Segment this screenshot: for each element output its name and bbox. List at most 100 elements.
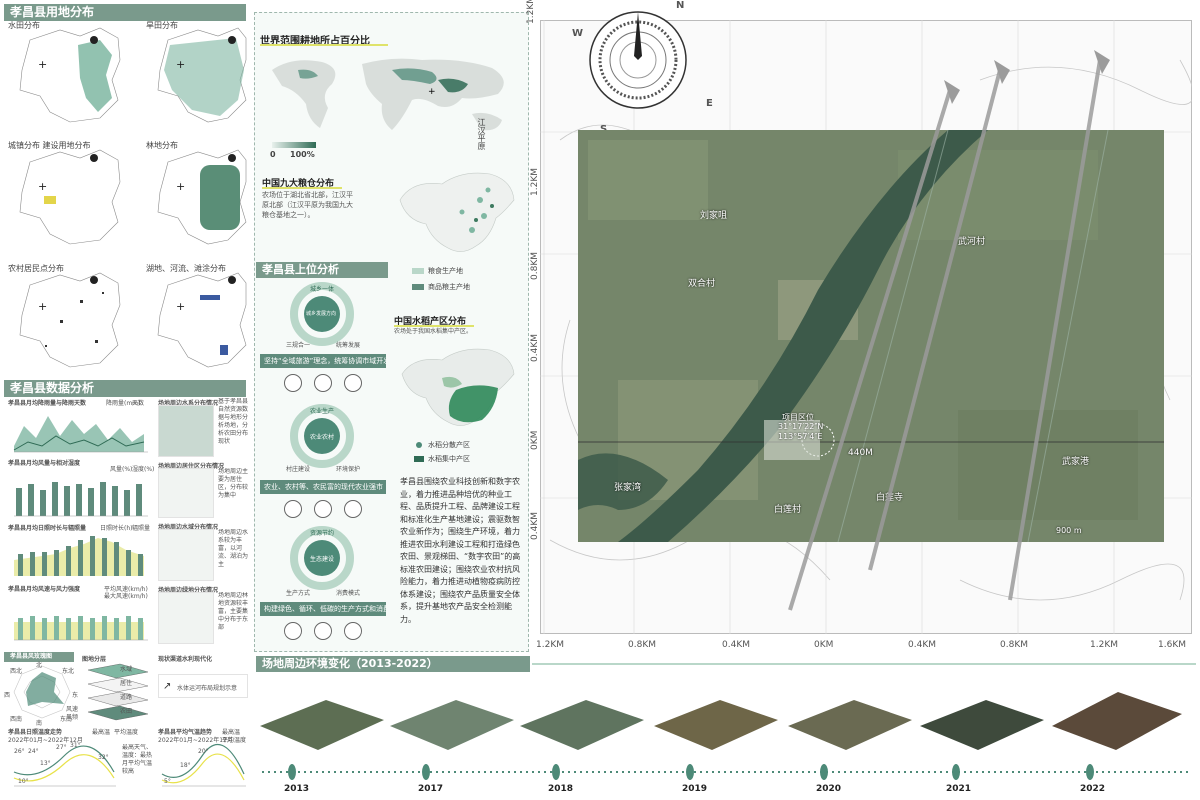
strata-label-2: 居住 xyxy=(120,680,133,687)
map-label-rural: 农村居民点分布 xyxy=(8,264,64,273)
map-label-water: 湖地、河流、滩涂分布 xyxy=(146,264,226,273)
year-2020: 2020 xyxy=(816,784,842,794)
temp2-lo-1: 5° xyxy=(164,778,171,785)
strata-svg xyxy=(87,663,149,721)
y-tick-2: 0.8KM xyxy=(530,252,540,280)
place-wuhecun: 武河村 xyxy=(958,237,986,247)
tile-2022 xyxy=(1052,692,1182,750)
year-2017: 2017 xyxy=(418,784,444,794)
ring-2-left: 村庄建设 xyxy=(286,466,311,473)
side-map-2 xyxy=(158,468,214,518)
people-icon xyxy=(344,500,362,518)
rice-text: 农场处于我国水稻集中产区。 xyxy=(394,328,473,335)
chart-legend-2b: 湿度(%) xyxy=(132,466,155,473)
timeline-node-2019[interactable] xyxy=(686,764,694,780)
chart-legend-4a: 平均风速(km/h) xyxy=(104,586,148,593)
map-label-paddy: 水田分布 xyxy=(8,21,40,30)
x-tick-2: 0.8KM xyxy=(628,640,656,650)
farm-icon xyxy=(284,500,302,518)
grain-legend-swatch-2 xyxy=(412,284,424,290)
side-note-3: 场地周边水系较为丰富，以河流、湖泊为主 xyxy=(218,529,248,568)
rice-legend-1: 水稻分散产区 xyxy=(428,441,470,449)
chart-4-svg xyxy=(14,616,148,641)
north-icon-3 xyxy=(90,154,98,162)
temp2-hi-2: 20° xyxy=(198,748,209,755)
landuse-title: 孝昌县用地分布 xyxy=(4,4,246,21)
timeline-node-2022[interactable] xyxy=(1086,764,1094,780)
map-label-forest: 林地分布 xyxy=(146,141,178,150)
rice-title: 中国水稻产区分布 xyxy=(394,317,467,327)
place-zhangjiawan: 张家湾 xyxy=(614,483,642,493)
county-outline-3 xyxy=(19,149,121,245)
timeline-node-2020[interactable] xyxy=(820,764,828,780)
china-map-1 xyxy=(399,172,515,252)
site-arrows xyxy=(788,50,1110,611)
group-icon xyxy=(314,622,332,640)
county-outline-5 xyxy=(19,272,121,368)
chart-3-svg xyxy=(14,536,144,576)
north-icon-4 xyxy=(228,154,236,162)
timeline-node-2013[interactable] xyxy=(288,764,296,780)
north-icon-2 xyxy=(228,36,236,44)
compass-e: E xyxy=(706,98,713,109)
strata-title: 图地分层 xyxy=(82,656,107,663)
rice-legend-dot xyxy=(416,442,422,448)
county-outline-6 xyxy=(157,272,247,368)
dry-field-fill xyxy=(164,38,244,116)
temp-sub-2: 2022年01月~2022年12月 xyxy=(158,737,233,744)
temp-legend-1b: 平均温度 xyxy=(114,729,139,736)
ring-1-center: 城乡发展方向 xyxy=(306,311,337,317)
temp-title-1: 孝昌县日照温度走势 xyxy=(8,729,63,736)
location-marker: + xyxy=(428,87,436,97)
ring-2-ring: 农业生产 xyxy=(310,408,335,415)
temp-legend-1a: 最高温 xyxy=(92,729,111,736)
place-bailiancun: 白莲村 xyxy=(774,505,802,515)
ring-2-center: 农业农村 xyxy=(310,434,335,441)
tile-2021 xyxy=(920,700,1044,750)
forest-fill xyxy=(200,165,240,230)
place-liujiazui: 刘家咀 xyxy=(700,211,728,221)
cross-marker-1: + xyxy=(38,58,47,71)
arrow-icon: ↗ xyxy=(163,681,172,692)
side-note-4: 场地周边林地资源较丰富，主要集中分布于东部 xyxy=(218,592,248,631)
radar-label-ne: 东北 xyxy=(62,668,75,675)
water-fill-1 xyxy=(200,295,220,300)
satellite-svg xyxy=(578,130,1164,542)
chart-legend-4b: 最大风速(km/h) xyxy=(104,593,148,600)
x-tick-6: 0.8KM xyxy=(1000,640,1028,650)
radar-label-e: 东 xyxy=(72,692,79,699)
side-map-title-5: 现状渠道水利现代化 xyxy=(158,656,213,663)
timeline-title: 场地周边环境变化（2013-2022） xyxy=(256,656,530,672)
satellite-image: 刘家咀 武河村 双合村 张家湾 白莲村 白莲寺 武家港 项目区位 31°17′2… xyxy=(578,130,1164,542)
radar-legend-2: 风频 xyxy=(66,714,79,721)
timeline-node-2017[interactable] xyxy=(422,764,430,780)
chart-legend-1a: 降雨量(mm) xyxy=(106,400,141,407)
tile-2020 xyxy=(788,700,912,750)
timeline-node-2018[interactable] xyxy=(552,764,560,780)
x-tick-8: 1.6KM xyxy=(1158,640,1186,650)
grain-text: 农场位于湖北省北部，江汉平原北部（江汉平原为我国九大粮仓基地之一）。 xyxy=(262,191,353,219)
world-scale-max: 100% xyxy=(290,150,315,159)
timeline-tiles xyxy=(260,692,1190,773)
water-fill-2 xyxy=(220,345,228,355)
chart-legend-1b: 天数 xyxy=(132,400,145,407)
x-tick-3: 0.4KM xyxy=(722,640,750,650)
upper-title: 孝昌县上位分析 xyxy=(256,262,388,278)
arrow-box-label: 水体运河布局规划示意 xyxy=(177,685,238,692)
chart-title-4: 孝昌县月均风速与风力强度 xyxy=(8,586,81,593)
temp-lo-1: 10° xyxy=(18,778,29,785)
temp-legend-2b: 平均温度 xyxy=(222,737,247,744)
ring-1-outer xyxy=(290,282,354,346)
strata-label-3: 道路 xyxy=(120,694,133,701)
temp2-hi-1: 18° xyxy=(180,762,191,769)
north-icon-6 xyxy=(228,276,236,284)
rice-legend-swatch xyxy=(414,456,424,462)
ring-3-outer xyxy=(290,526,354,590)
ring-1-right: 统筹发展 xyxy=(336,342,361,349)
timeline-node-2021[interactable] xyxy=(952,764,960,780)
chart-title-3: 孝昌县月均日照时长与辐照量 xyxy=(8,525,87,532)
county-maps-svg: + + + + + + xyxy=(19,27,247,368)
side-map-4 xyxy=(158,592,214,644)
tile-2018 xyxy=(520,700,644,750)
temp-svg-1 xyxy=(13,745,116,787)
